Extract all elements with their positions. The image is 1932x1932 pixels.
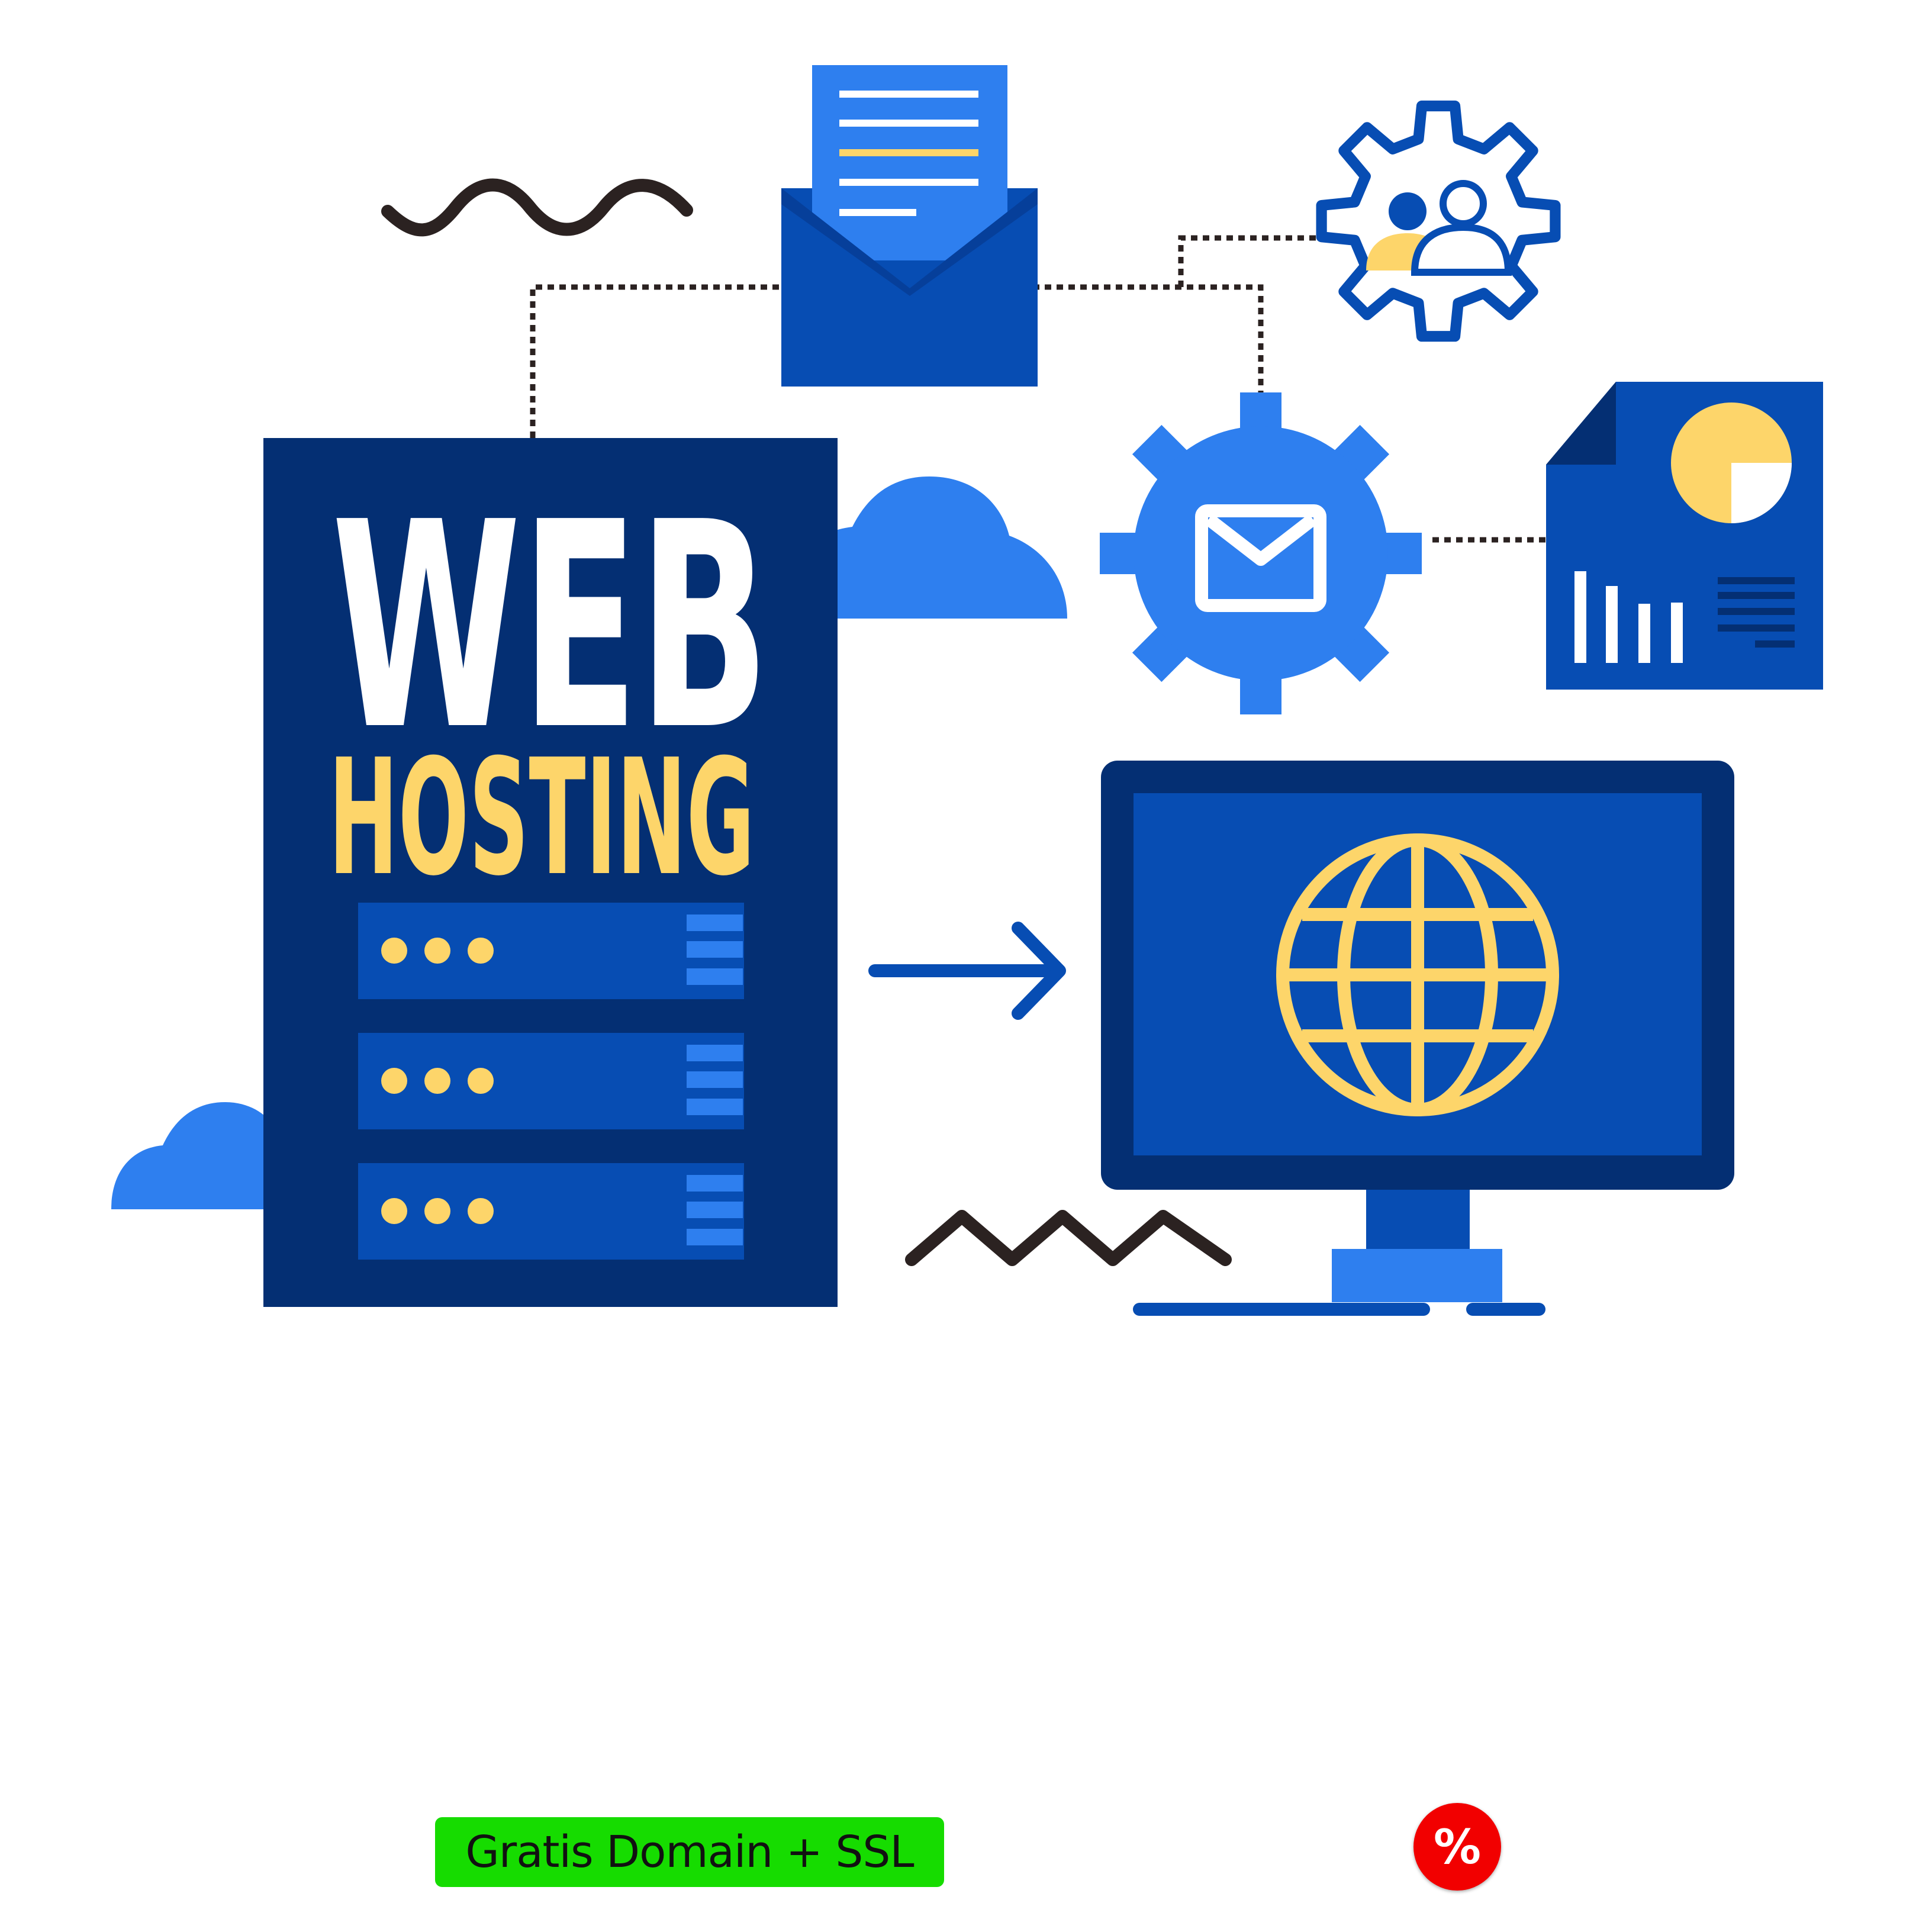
discount-badge[interactable]: %	[1413, 1803, 1501, 1891]
cloud-icon	[780, 476, 1067, 619]
server-rack-unit	[358, 1163, 744, 1260]
server-rack-unit	[358, 903, 744, 999]
user-group-gear-icon	[1316, 100, 1561, 342]
dotted-connectors	[530, 235, 1554, 543]
wave-icon	[381, 178, 693, 237]
email-gear-icon	[1100, 392, 1422, 714]
connector-envelope-team	[1178, 235, 1317, 287]
arrow-right-icon	[868, 922, 1066, 1020]
report-document-icon	[1546, 382, 1823, 690]
globe-icon	[1276, 833, 1559, 1116]
free-domain-ssl-badge[interactable]: Gratis Domain + SSL	[435, 1817, 944, 1887]
connector-envelope-gear	[1033, 284, 1264, 394]
zigzag-icon	[905, 1210, 1232, 1266]
envelope-icon	[781, 65, 1038, 387]
connector-server-envelope	[530, 284, 781, 438]
title-hosting: HOSTING	[329, 724, 755, 911]
title-web: WEB	[331, 462, 769, 793]
server-rack-unit	[358, 1033, 744, 1129]
server-icon: WEB HOSTING	[263, 438, 838, 1307]
